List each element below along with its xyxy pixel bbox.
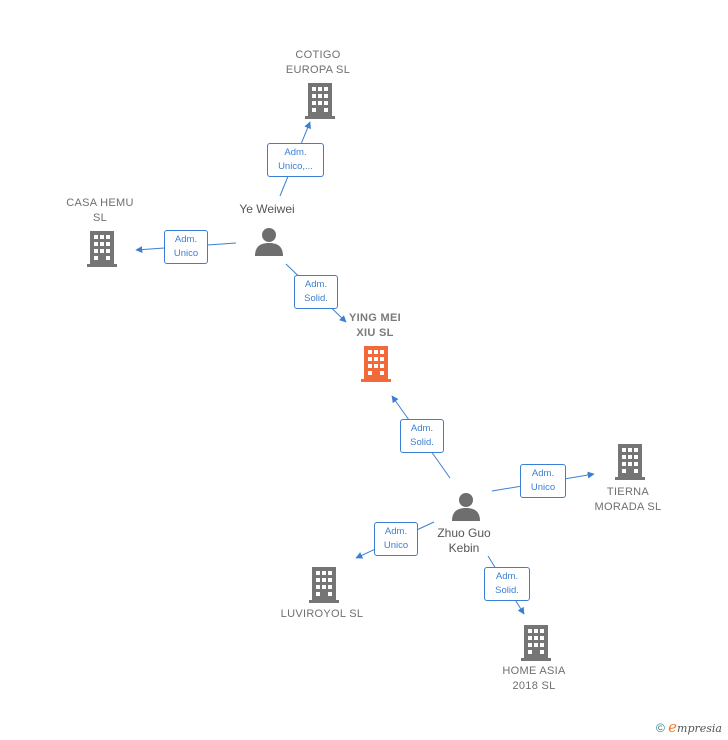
edge-label-ye-yingmei[interactable]: Adm. Solid.	[294, 275, 338, 309]
node-zhuo-label[interactable]: Zhuo Guo Kebin	[437, 526, 490, 556]
node-luviroyol-name: LUVIROYOL SL	[280, 608, 364, 620]
edge-label-line: Unico	[383, 540, 409, 551]
edge-label-zhuo-homeasia[interactable]: Adm. Solid.	[484, 567, 530, 601]
copyright-symbol: ©	[655, 721, 665, 735]
node-casa-hemu-label[interactable]: CASA HEMU SL	[66, 196, 134, 226]
brand-footer: © empresia	[656, 718, 722, 736]
edge-label-line: Solid.	[410, 437, 434, 448]
node-ye-weiwei-name: Ye Weiwei	[239, 202, 295, 216]
node-home-asia-name-2: 2018 SL	[512, 680, 556, 692]
node-luviroyol-label[interactable]: LUVIROYOL SL	[281, 607, 364, 622]
building-icon[interactable]	[305, 83, 335, 119]
edge-label-ye-casa[interactable]: Adm. Unico	[164, 230, 208, 264]
node-cotigo-label[interactable]: COTIGO EUROPA SL	[286, 48, 350, 78]
node-casa-hemu-name-2: SL	[92, 212, 108, 224]
edge-label-line: Adm.	[495, 571, 519, 582]
node-tierna-name-2: MORADA SL	[594, 501, 662, 513]
node-ying-mei-label[interactable]: YING MEI XIU SL	[349, 311, 401, 341]
node-home-asia-name-1: HOME ASIA	[502, 665, 566, 677]
building-icon[interactable]	[615, 444, 645, 480]
edge-label-zhuo-luviroyol[interactable]: Adm. Unico	[374, 522, 418, 556]
node-tierna-label[interactable]: TIERNA MORADA SL	[595, 485, 662, 515]
node-ying-mei-name-2: XIU SL	[356, 327, 394, 339]
node-cotigo-name-1: COTIGO	[295, 49, 341, 61]
node-cotigo-name-2: EUROPA SL	[285, 64, 351, 76]
node-zhuo-name-2: Kebin	[448, 541, 480, 555]
edge-label-line: Adm.	[531, 468, 555, 479]
node-ying-mei-name-1: YING MEI	[349, 312, 401, 324]
edge-label-line: Adm.	[384, 526, 408, 537]
node-ye-weiwei-label[interactable]: Ye Weiwei	[239, 202, 294, 217]
node-zhuo-name-1: Zhuo Guo	[437, 526, 491, 540]
edge-label-zhuo-yingmei[interactable]: Adm. Solid.	[400, 419, 444, 453]
building-icon[interactable]	[521, 625, 551, 661]
edge-label-ye-cotigo[interactable]: Adm. Unico,...	[267, 143, 324, 177]
edge-label-line: Adm.	[410, 423, 434, 434]
node-tierna-name-1: TIERNA	[606, 486, 650, 498]
building-icon[interactable]	[87, 231, 117, 267]
building-icon[interactable]	[309, 567, 339, 603]
person-icon[interactable]	[451, 491, 481, 521]
edge-label-zhuo-tierna[interactable]: Adm. Unico	[520, 464, 566, 498]
edge-label-line: Unico	[173, 248, 199, 259]
brand-logo-rest: mpresia	[677, 722, 722, 735]
building-icon[interactable]	[361, 346, 391, 382]
edge-label-line: Solid.	[495, 585, 519, 596]
edge-label-line: Solid.	[304, 293, 328, 304]
brand-logo-e: e	[668, 718, 678, 736]
person-icon[interactable]	[254, 226, 284, 256]
edge-label-line: Adm.	[284, 147, 307, 158]
edge-label-line: Unico	[530, 482, 556, 493]
edge-label-line: Adm.	[174, 234, 198, 245]
node-casa-hemu-name-1: CASA HEMU	[66, 197, 134, 209]
edge-label-line: Adm.	[304, 279, 328, 290]
node-home-asia-label[interactable]: HOME ASIA 2018 SL	[502, 664, 565, 694]
edge-label-line: Unico,...	[278, 161, 313, 172]
